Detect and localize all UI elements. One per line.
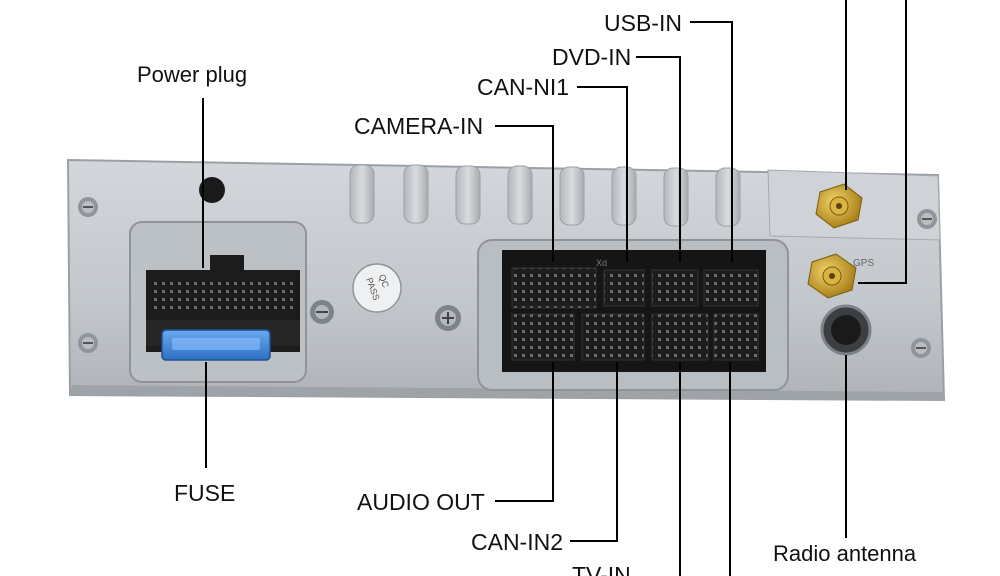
heat-sink-fins	[349, 164, 741, 227]
can-ni1-leader	[577, 86, 628, 262]
leader-lines	[202, 0, 907, 576]
dvd-in-leader	[636, 56, 681, 262]
tv-in-label: TV-IN	[572, 562, 631, 576]
camera-in-label: CAMERA-IN	[354, 113, 484, 139]
fuse-label: FUSE	[174, 480, 236, 506]
screw-icon	[911, 338, 931, 358]
screw-icon	[435, 305, 461, 331]
radio-antenna-socket	[820, 304, 872, 356]
screw-icon	[78, 333, 98, 353]
xd-port-mark: Xd	[596, 258, 607, 268]
can-ni1-label: CAN-NI1	[477, 74, 570, 100]
main-connector-block: Xd	[477, 239, 789, 391]
audio-out-leader	[495, 362, 554, 502]
power-plug-label: Power plug	[137, 62, 248, 87]
audio-out-label: AUDIO OUT	[357, 489, 485, 515]
usb-in-label: USB-IN	[604, 10, 682, 36]
gps-antenna-connector: GPS	[807, 253, 874, 299]
radio-antenna-label: Radio antenna	[773, 541, 917, 566]
usb-in-leader	[690, 21, 733, 262]
screw-icon	[310, 300, 334, 324]
gps-port-mark: GPS	[853, 258, 874, 269]
qc-stamp-line1: QC	[377, 273, 391, 290]
gps-antenna-leader	[858, 0, 907, 284]
wifi-antenna-connector	[815, 183, 863, 229]
camera-in-leader	[495, 125, 554, 262]
can-in2-leader	[570, 362, 618, 542]
blue-fuse	[161, 329, 271, 361]
vent-hole	[199, 177, 225, 203]
screw-icon	[78, 197, 98, 217]
screw-icon	[917, 209, 937, 229]
dvd-in-label: DVD-IN	[552, 44, 632, 70]
qc-pass-stamp: QC PASS	[352, 263, 402, 313]
can-in2-label: CAN-IN2	[471, 529, 564, 555]
